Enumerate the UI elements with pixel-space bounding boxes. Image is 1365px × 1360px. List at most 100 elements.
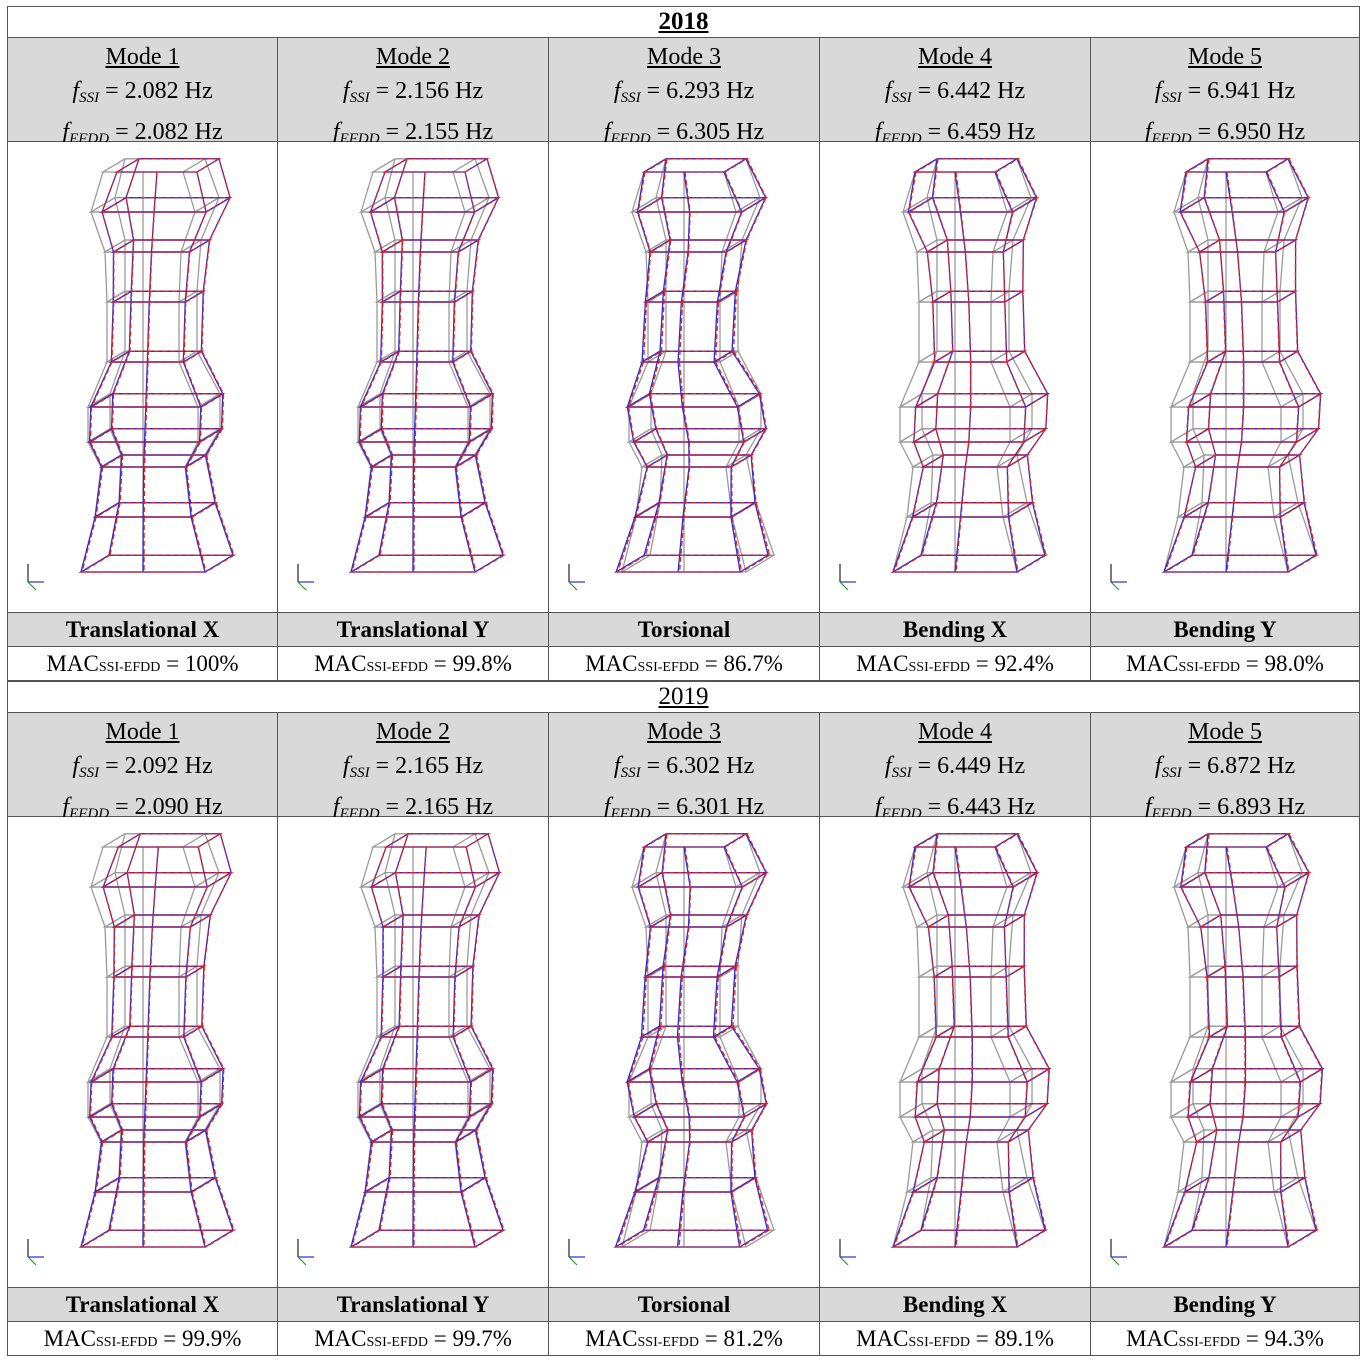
mode-shape-row — [7, 142, 1360, 613]
tower-wireframe — [1164, 834, 1322, 1247]
year-header: 2018 — [7, 6, 1360, 38]
equals-sign: = — [699, 1326, 723, 1351]
f-ssi-line: fSSI = 6.293 Hz — [549, 74, 819, 115]
equals-sign: = — [99, 753, 125, 779]
mode-type-cell: Translational Y — [277, 1288, 548, 1322]
mac-value: 81.2% — [723, 1326, 782, 1351]
equals-sign: = — [970, 1326, 994, 1351]
f-ssi-line: fSSI = 2.092 Hz — [8, 749, 277, 790]
mode-type-cell: Bending Y — [1090, 613, 1360, 647]
mode-title: Mode 4 — [820, 40, 1090, 74]
tower-wireframe — [616, 159, 774, 572]
equals-sign: = — [370, 78, 396, 104]
mode-shape-figure — [820, 817, 1090, 1288]
equals-sign: = — [699, 651, 723, 676]
mode-shape-figure — [820, 142, 1090, 613]
mac-cell: MACSSI-EFDD = 92.4% — [819, 647, 1090, 681]
mode-shape-cell — [277, 817, 548, 1288]
mode-shape-figure — [278, 817, 548, 1288]
f-ssi-value: 6.442 Hz — [937, 78, 1025, 104]
tower-wireframe — [351, 834, 504, 1247]
f-ssi-value: 6.449 Hz — [937, 753, 1025, 779]
axis-triad-icon — [840, 564, 856, 590]
f-ssi-line: fSSI = 2.165 Hz — [278, 749, 548, 790]
f-ssi-value: 2.082 Hz — [125, 78, 213, 104]
axis-triad-icon — [28, 1239, 44, 1265]
mac-subscript: SSI-EFDD — [96, 1335, 157, 1350]
mode-shape-figure — [278, 142, 548, 613]
mode-title: Mode 2 — [278, 715, 548, 749]
equals-sign: = — [970, 651, 994, 676]
mac-value: 92.4% — [994, 651, 1053, 676]
f-ssi-subscript: SSI — [79, 765, 99, 781]
mode-shape-cell — [819, 142, 1090, 613]
mac-value: 89.1% — [994, 1326, 1053, 1351]
mode-type-label: Torsional — [638, 1292, 730, 1317]
f-ssi-line: fSSI = 2.082 Hz — [8, 74, 277, 115]
f-ssi-line: fSSI = 6.872 Hz — [1091, 749, 1359, 790]
equals-sign: = — [1240, 1326, 1264, 1351]
tower-wireframe — [81, 834, 234, 1247]
f-ssi-subscript: SSI — [621, 765, 641, 781]
axis-triad-icon — [1111, 564, 1127, 590]
f-ssi-subscript: SSI — [1162, 765, 1182, 781]
mode-type-cell: Translational Y — [277, 613, 548, 647]
f-ssi-subscript: SSI — [1162, 90, 1182, 106]
mode-type-label: Bending Y — [1173, 1292, 1276, 1317]
mode-type-label: Translational X — [66, 617, 220, 642]
f-symbol: f — [1155, 78, 1162, 104]
f-symbol: f — [885, 753, 892, 779]
year-header: 2019 — [7, 681, 1360, 713]
mac-value: 94.3% — [1264, 1326, 1323, 1351]
tower-wireframe — [81, 159, 234, 572]
tower-wireframe — [616, 834, 774, 1247]
mode-type-label: Translational Y — [337, 1292, 490, 1317]
mode-shape-cell — [1090, 817, 1360, 1288]
mode-shape-cell — [548, 142, 819, 613]
equals-sign: = — [641, 753, 667, 779]
f-ssi-line: fSSI = 6.442 Hz — [820, 74, 1090, 115]
mac-subscript: SSI-EFDD — [909, 1335, 970, 1350]
mac-cell: MACSSI-EFDD = 81.2% — [548, 1322, 819, 1356]
mode-shape-figure — [8, 142, 277, 613]
axis-triad-icon — [840, 1239, 856, 1265]
year-label: 2018 — [659, 8, 709, 36]
mac-subscript: SSI-EFDD — [638, 1335, 699, 1350]
mode-type-cell: Translational X — [7, 1288, 277, 1322]
mode-shape-cell — [277, 142, 548, 613]
f-ssi-value: 6.293 Hz — [666, 78, 754, 104]
mac-prefix: MAC — [1126, 1326, 1178, 1351]
mode-type-label: Translational Y — [337, 617, 490, 642]
mode-type-label: Translational X — [66, 1292, 220, 1317]
mode-shape-cell — [819, 817, 1090, 1288]
mac-prefix: MAC — [314, 651, 366, 676]
mac-prefix: MAC — [585, 1326, 637, 1351]
f-symbol: f — [614, 753, 621, 779]
mac-subscript: SSI-EFDD — [367, 660, 428, 675]
mac-prefix: MAC — [1126, 651, 1178, 676]
mode-type-cell: Bending Y — [1090, 1288, 1360, 1322]
equals-sign: = — [157, 1326, 181, 1351]
mac-subscript: SSI-EFDD — [99, 660, 160, 675]
f-ssi-subscript: SSI — [892, 90, 912, 106]
f-symbol: f — [614, 78, 621, 104]
mac-subscript: SSI-EFDD — [1179, 660, 1240, 675]
f-ssi-value: 2.165 Hz — [395, 753, 483, 779]
tower-wireframe — [351, 159, 504, 572]
mac-value: 86.7% — [723, 651, 782, 676]
mode-shape-figure — [8, 817, 277, 1288]
mode-type-cell: Torsional — [548, 1288, 819, 1322]
axis-triad-icon — [28, 564, 44, 590]
mac-cell: MACSSI-EFDD = 99.8% — [277, 647, 548, 681]
mac-prefix: MAC — [314, 1326, 366, 1351]
mac-cell: MACSSI-EFDD = 94.3% — [1090, 1322, 1360, 1356]
f-ssi-value: 6.302 Hz — [666, 753, 754, 779]
mac-value: 99.9% — [182, 1326, 241, 1351]
mode-title: Mode 3 — [549, 40, 819, 74]
